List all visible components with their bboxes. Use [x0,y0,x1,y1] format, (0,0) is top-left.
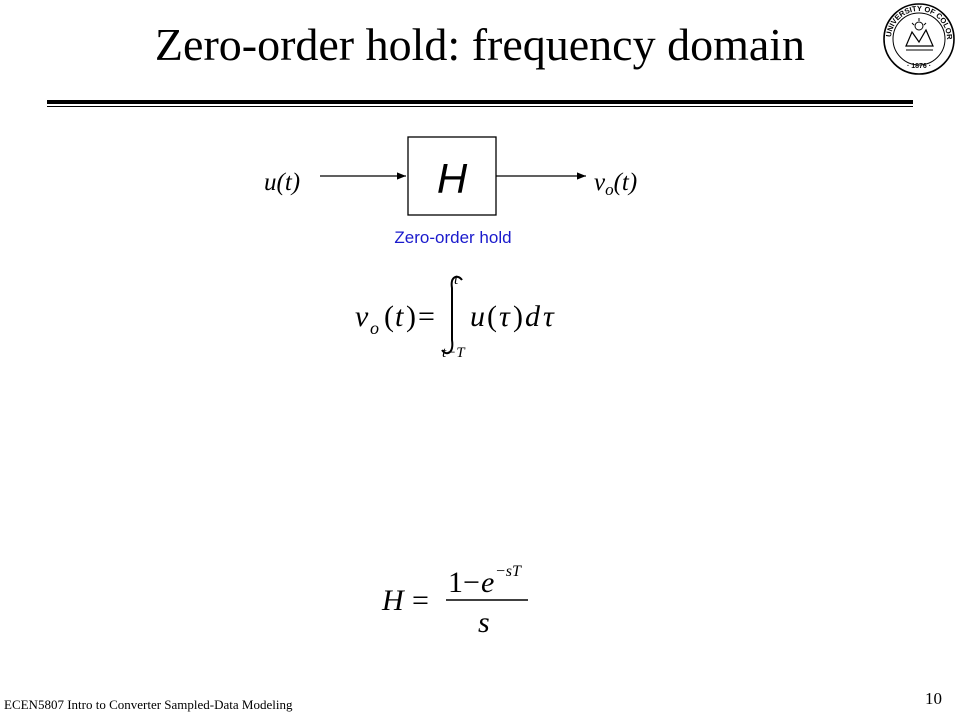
input-signal-label: u(t) [264,169,300,196]
svg-text:t: t [454,272,459,288]
svg-text:H: H [381,584,406,617]
svg-text:(: ( [487,300,497,333]
svg-text:): ) [406,300,416,333]
svg-text:−: − [463,566,480,599]
page-number: 10 [925,689,942,708]
svg-text:o: o [370,318,379,338]
svg-text:−sT: −sT [495,563,522,580]
svg-text:τ: τ [543,300,555,333]
svg-text:=: = [418,300,435,333]
svg-text:): ) [513,300,523,333]
svg-text:u: u [470,300,485,333]
title-divider [47,100,913,107]
svg-text:d: d [525,300,541,333]
footer-course-title: ECEN5807 Intro to Converter Sampled-Data… [4,697,293,712]
svg-text:=: = [412,584,429,617]
output-signal-label: vo(t) [594,169,637,199]
svg-text:s: s [478,606,490,639]
svg-text:t−T: t−T [442,345,466,361]
svg-text:t: t [395,300,404,333]
svg-text:τ: τ [499,300,511,333]
svg-text:1: 1 [448,566,463,599]
transfer-function-equation: H = 1 − e −sT s [381,563,528,639]
svg-text:e: e [481,566,494,599]
time-domain-equation: v o ( t ) = t t−T u ( τ ) d τ [355,272,555,361]
svg-text:(: ( [384,300,394,333]
university-seal-logo: UNIVERSITY OF COLORADO · 1876 · [882,2,955,75]
svg-text:v: v [355,300,369,333]
zoh-block [407,136,497,216]
svg-text:· 1876 ·: · 1876 · [907,63,931,70]
block-label: H [437,155,468,202]
zoh-caption: Zero-order hold [394,228,511,247]
slide-title: Zero-order hold: frequency domain [154,19,806,70]
